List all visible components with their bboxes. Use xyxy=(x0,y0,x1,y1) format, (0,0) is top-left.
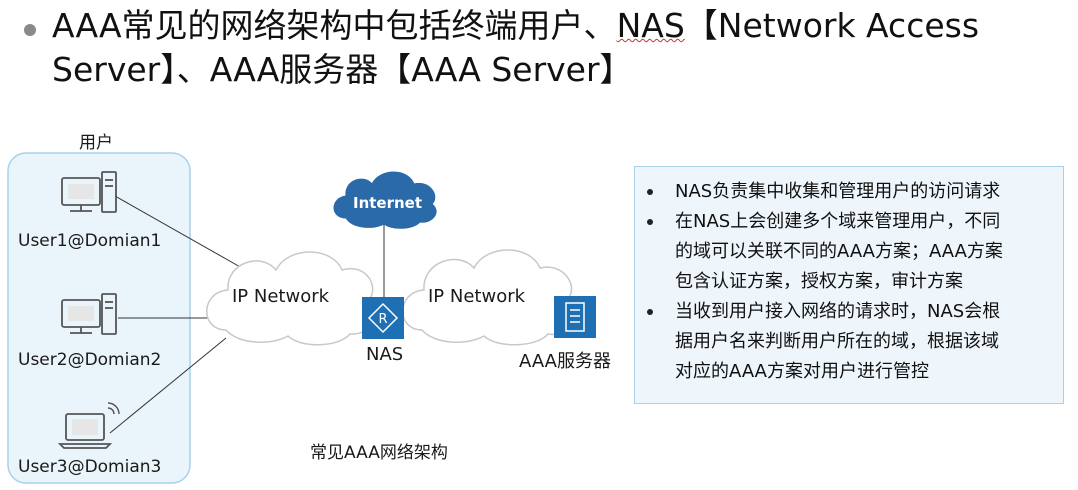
title-line1-suffix: 【Network Access xyxy=(684,6,980,45)
note-2-line-3: 包含认证方案，授权方案，审计方案 xyxy=(675,271,963,292)
note-3-line-2: 据用户名来判断用户所在的域，根据该域 xyxy=(675,331,999,352)
diagram-caption: 常见AAA网络架构 xyxy=(310,443,448,463)
internet-cloud-icon xyxy=(333,171,437,229)
user1-desktop-icon xyxy=(61,171,117,213)
svg-text:R: R xyxy=(378,312,387,327)
users-group-label: 用户 xyxy=(79,133,113,153)
internet-label: Internet xyxy=(353,194,423,212)
title-line-2: Server】、AAA服务器【AAA Server】 xyxy=(52,50,633,89)
note-2-line-2: 的域可以关联不同的AAA方案；AAA方案 xyxy=(675,241,1003,262)
note-3-line-1: 当收到用户接入网络的请求时，NAS会根 xyxy=(675,301,1001,322)
bullet-icon xyxy=(647,309,653,315)
bullet-icon xyxy=(647,219,653,225)
nas-router-icon: R xyxy=(362,297,404,339)
title-line-1: AAA常见的网络架构中包括终端用户、NAS【Network Access xyxy=(52,4,979,48)
user3-label: User3@Domian3 xyxy=(18,457,162,477)
title-line1-prefix: AAA常见的网络架构中包括终端用户、 xyxy=(52,6,617,45)
nas-label: NAS xyxy=(366,344,404,365)
notes-list: NAS负责集中收集和管理用户的访问请求 在NAS上会创建多个域来管理用户，不同 … xyxy=(635,167,1063,387)
notes-box: NAS负责集中收集和管理用户的访问请求 在NAS上会创建多个域来管理用户，不同 … xyxy=(634,166,1064,404)
title-bullet-icon xyxy=(24,24,36,36)
ip-network-right-label: IP Network xyxy=(428,286,526,307)
user2-desktop-icon xyxy=(61,293,117,335)
aaa-server-icon xyxy=(554,296,596,338)
user3-laptop-wireless-icon xyxy=(57,402,120,449)
user1-label: User1@Domian1 xyxy=(18,231,162,251)
note-1-line-1: NAS负责集中收集和管理用户的访问请求 xyxy=(675,181,1001,202)
note-item: NAS负责集中收集和管理用户的访问请求 xyxy=(635,177,1053,207)
title-line1-nas: NAS xyxy=(616,6,685,45)
bullet-icon xyxy=(647,189,653,195)
note-item: 当收到用户接入网络的请求时，NAS会根 据用户名来判断用户所在的域，根据该域 对… xyxy=(635,297,1053,387)
link-user3-cloud xyxy=(109,337,227,434)
ip-network-cloud-left xyxy=(206,251,376,346)
note-2-line-1: 在NAS上会创建多个域来管理用户，不同 xyxy=(675,211,1001,232)
user2-label: User2@Domian2 xyxy=(18,350,162,370)
aaa-server-label: AAA服务器 xyxy=(519,351,611,372)
ip-network-left-label: IP Network xyxy=(232,286,330,307)
note-3-line-3: 对应的AAA方案对用户进行管控 xyxy=(675,361,929,382)
ip-network-cloud-right xyxy=(402,249,574,346)
note-item: 在NAS上会创建多个域来管理用户，不同 的域可以关联不同的AAA方案；AAA方案… xyxy=(635,207,1053,297)
link-user1-cloud xyxy=(114,195,243,269)
